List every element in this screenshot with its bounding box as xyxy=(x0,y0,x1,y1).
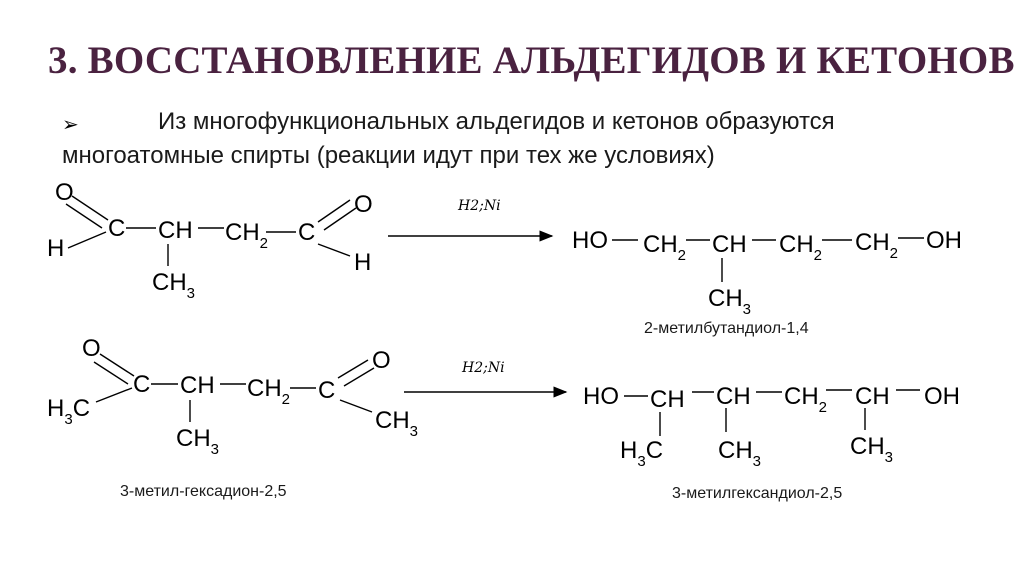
atom-O: O xyxy=(354,191,373,218)
bond xyxy=(323,207,357,231)
product-1-structure: HO CH2 CH CH2 CH2 OH CH3 xyxy=(572,227,962,318)
atom-CH2: CH2 xyxy=(247,375,290,408)
reaction-1-arrow: H2;Ni xyxy=(388,198,554,242)
atom-HO: HO xyxy=(583,383,619,410)
reactant-2-name: 3-метил-гексадион-2,5 xyxy=(120,483,287,500)
bond xyxy=(317,243,351,257)
atom-C: C xyxy=(298,219,315,246)
intro-line-2: многоатомные спирты (реакции идут при те… xyxy=(62,142,715,169)
atom-H3C: H3C xyxy=(620,437,663,470)
reactant-2-structure: O H3C C CH CH2 C O CH3 CH3 xyxy=(47,335,418,458)
atom-OH: OH xyxy=(926,227,962,254)
bond xyxy=(71,195,109,221)
bond xyxy=(93,361,129,385)
bond xyxy=(95,387,133,403)
bond xyxy=(337,359,369,379)
atom-CH3: CH3 xyxy=(152,269,195,302)
atom-CH2: CH2 xyxy=(855,229,898,262)
atom-CH3: CH3 xyxy=(176,425,219,458)
bond xyxy=(343,367,375,387)
atom-O: O xyxy=(82,335,101,362)
atom-CH3: CH3 xyxy=(708,285,751,318)
reaction-2-conditions: H2;Ni xyxy=(461,360,505,376)
atom-O: O xyxy=(55,179,74,206)
atom-CH: CH xyxy=(855,383,890,410)
atom-CH3: CH3 xyxy=(850,433,893,466)
atom-CH2: CH2 xyxy=(643,231,686,264)
reactant-1-structure: O H C CH CH2 C O H CH3 xyxy=(47,179,373,302)
product-1-name: 2-метилбутандиол-1,4 xyxy=(644,320,809,337)
atom-O: O xyxy=(372,347,391,374)
atom-H3C: H3C xyxy=(47,395,90,428)
atom-CH2: CH2 xyxy=(225,219,268,252)
bond xyxy=(67,231,107,249)
atom-CH: CH xyxy=(712,231,747,258)
product-2-structure: HO CH CH CH2 CH OH H3C CH3 CH3 xyxy=(583,383,960,470)
slide-title: 3. ВОССТАНОВЛЕНИЕ АЛЬДЕГИДОВ И КЕТОНОВ xyxy=(48,39,1015,82)
atom-C: C xyxy=(133,371,150,398)
atom-HO: HO xyxy=(572,227,608,254)
atom-CH2: CH2 xyxy=(779,231,822,264)
atom-CH2: CH2 xyxy=(784,383,827,416)
bond xyxy=(65,203,103,229)
atom-H: H xyxy=(47,235,64,262)
atom-C: C xyxy=(108,215,125,242)
bullet-arrow-icon: ➢ xyxy=(62,112,79,136)
bond xyxy=(339,399,373,413)
atom-CH: CH xyxy=(650,386,685,413)
product-2-name: 3-метилгександиол-2,5 xyxy=(672,485,842,502)
atom-CH: CH xyxy=(158,217,193,244)
atom-C: C xyxy=(318,377,335,404)
reaction-1-conditions: H2;Ni xyxy=(457,198,501,214)
bond xyxy=(99,353,135,377)
intro-line-1: Из многофункциональных альдегидов и кето… xyxy=(158,108,835,135)
atom-OH: OH xyxy=(924,383,960,410)
atom-CH: CH xyxy=(180,372,215,399)
atom-H: H xyxy=(354,249,371,276)
bond xyxy=(317,199,351,223)
atom-CH3: CH3 xyxy=(375,407,418,440)
reaction-2-arrow: H2;Ni xyxy=(404,360,568,398)
atom-CH: CH xyxy=(716,383,751,410)
atom-CH3: CH3 xyxy=(718,437,761,470)
